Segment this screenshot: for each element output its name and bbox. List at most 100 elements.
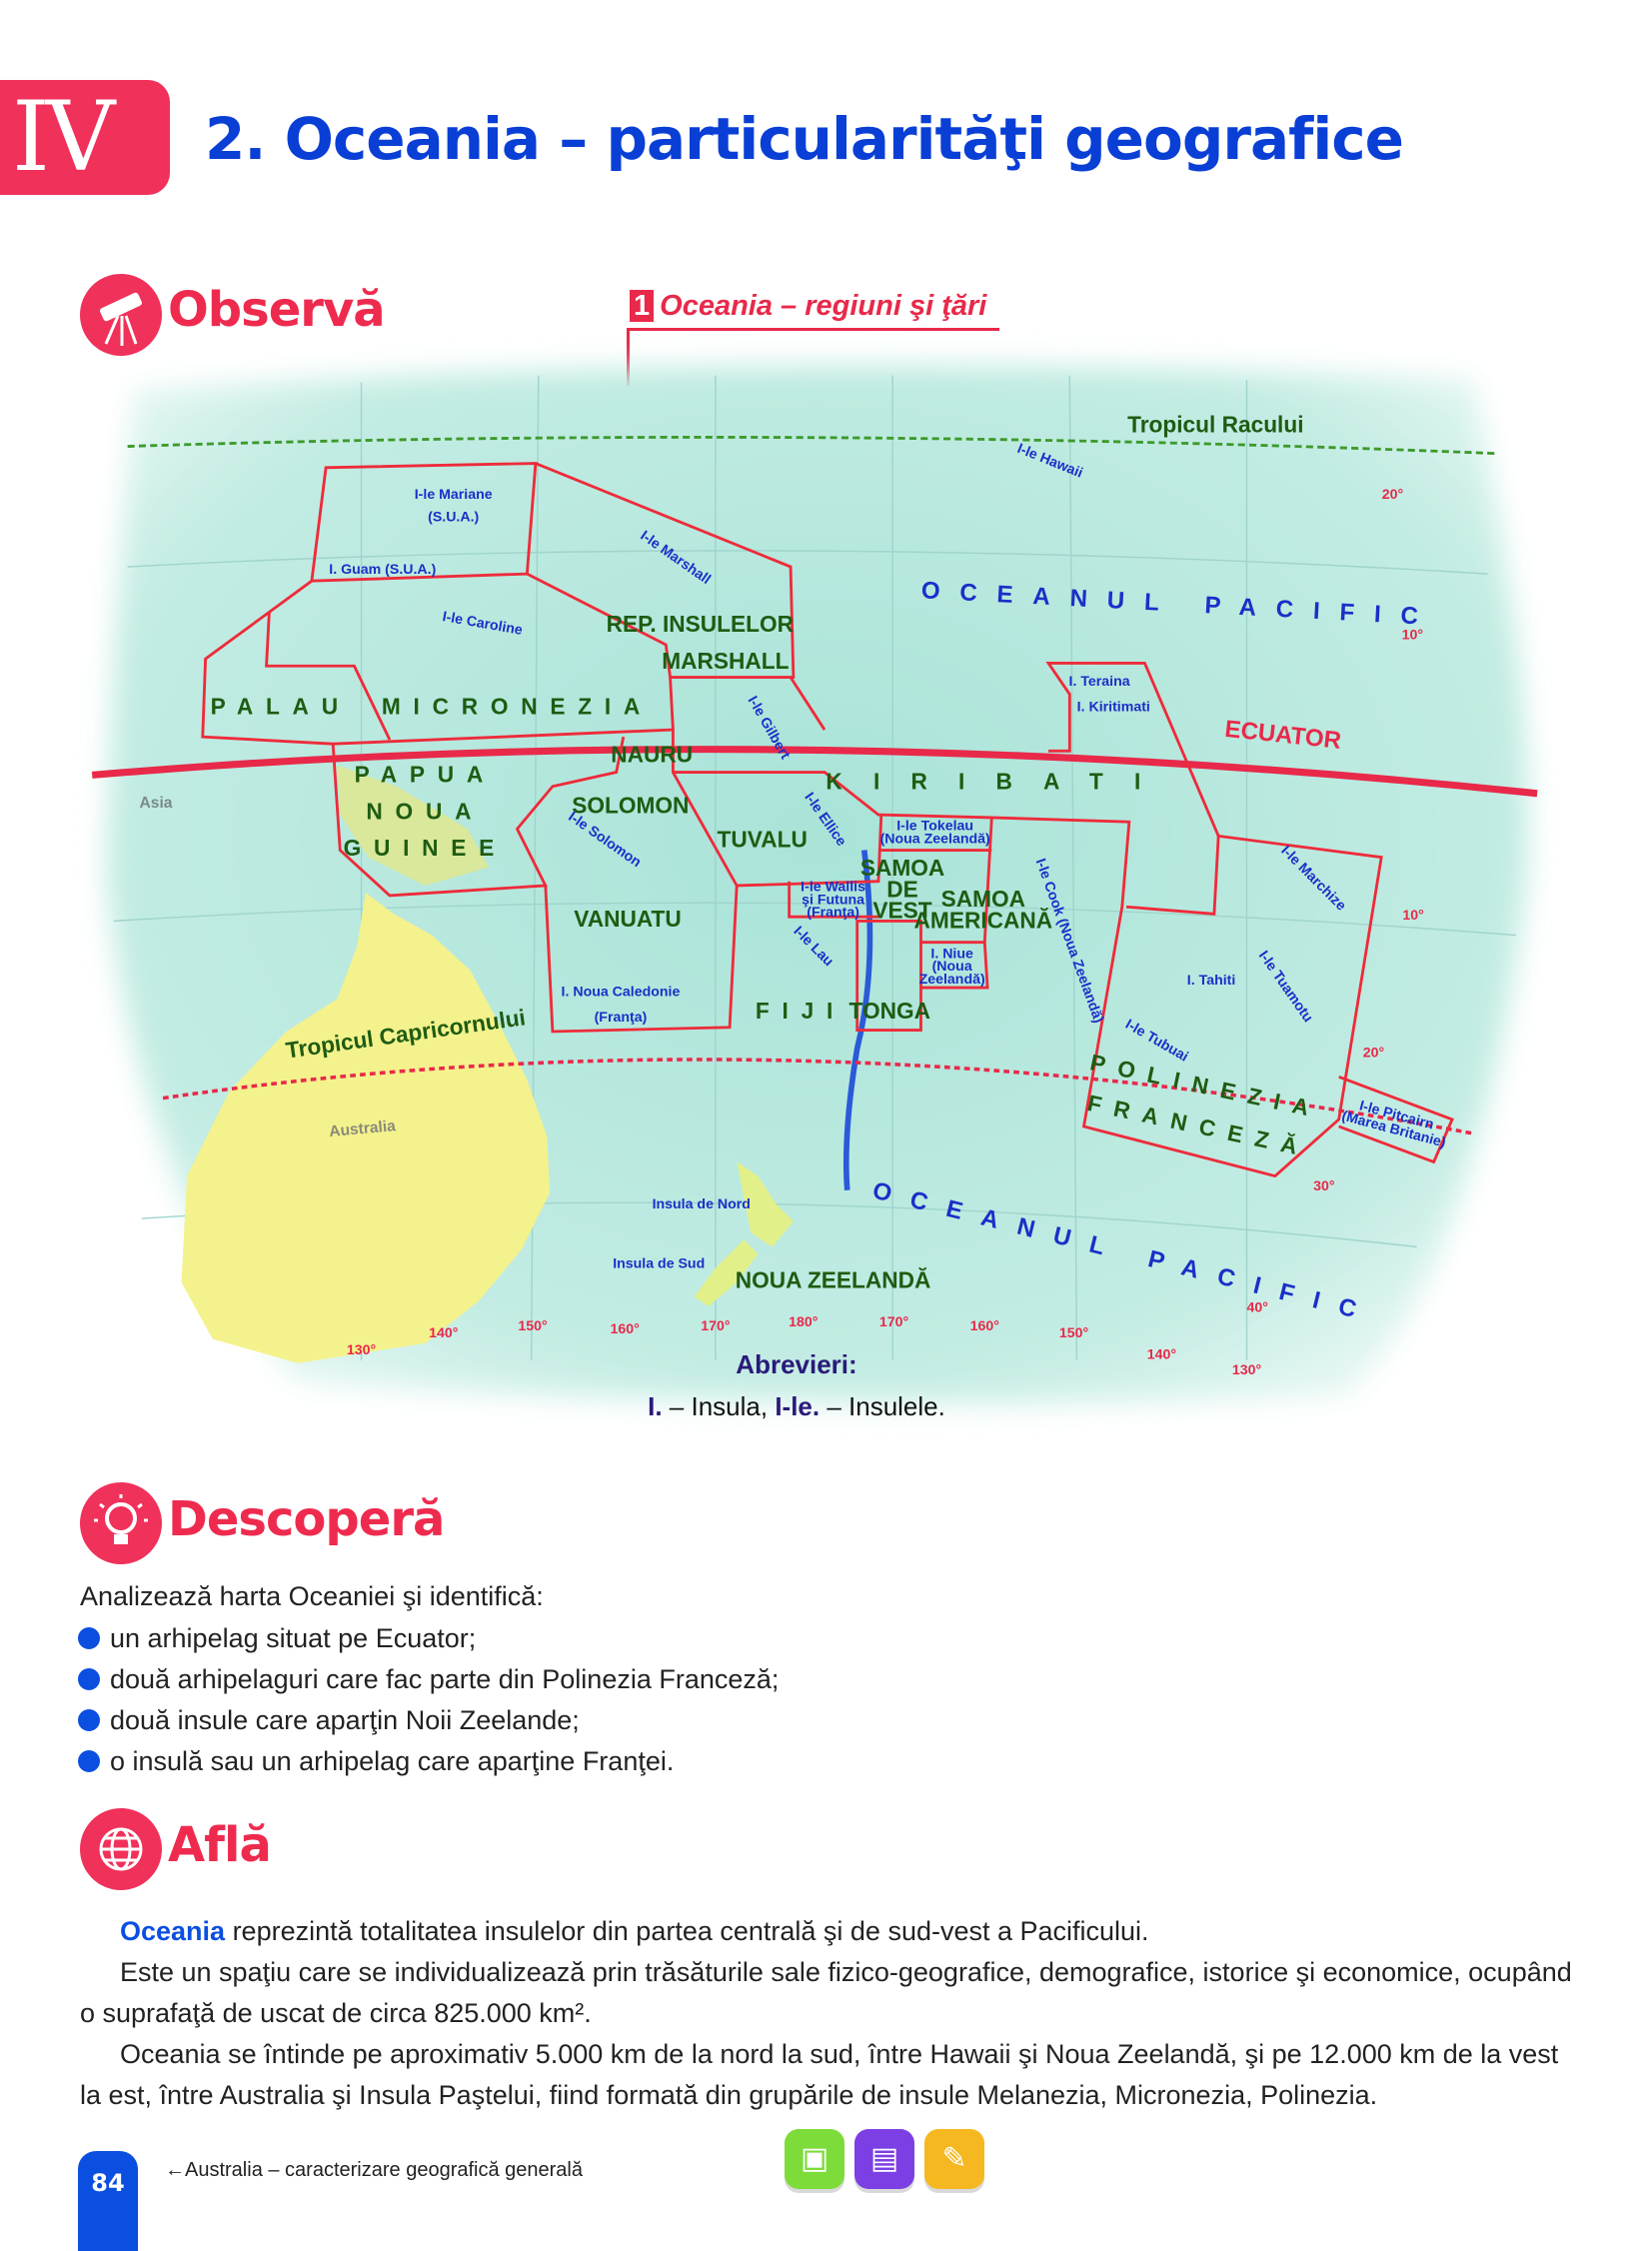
term-oceania: Oceania (120, 1916, 226, 1946)
equator-line (91, 746, 1538, 798)
label-solomon: SOLOMON (572, 793, 689, 819)
map-caption-text: Oceania – regiuni şi ţări (660, 290, 987, 322)
task-bullet: un arhipelag situat pe Ecuator; (78, 1623, 476, 1654)
label-fiji: FIJI (756, 998, 845, 1024)
label-palau: PALAU (211, 693, 351, 719)
label-mariane-sub: (S.U.A.) (428, 510, 479, 526)
label-tahiti: I. Tahiti (1187, 973, 1236, 989)
label-samoa-am: SAMOA (941, 886, 1025, 912)
label-lat: 40° (1247, 1300, 1269, 1316)
page-title: 2. Oceania – particularităţi geografice (205, 105, 1404, 173)
telescope-icon (80, 274, 162, 356)
label-niue: I. Niue (930, 946, 973, 962)
label-lat: 10° (1402, 627, 1424, 643)
section-title-descopera: Descoperă (168, 1491, 445, 1547)
task-bullet: o insulă sau un arhipelag care aparţine … (78, 1746, 674, 1777)
label-lon: 160° (611, 1321, 641, 1337)
label-wallis-2: şi Futuna (802, 892, 864, 908)
task-bullet: două insule care aparţin Noii Zeelande; (78, 1705, 580, 1736)
video-button[interactable]: ▤ (854, 2129, 914, 2189)
label-tropic-cancer: Tropicul Racului (1127, 411, 1303, 437)
label-tonga: TONGA (849, 998, 930, 1024)
label-noua-caledonie: I. Noua Caledonie (562, 985, 681, 1001)
abbr-ile-text: – Insulele. (820, 1391, 945, 1421)
image-icon: ▣ (800, 2141, 829, 2176)
caption-leader-line (627, 328, 630, 386)
label-lon: 170° (701, 1318, 731, 1334)
label-wallis: I-le Wallis (801, 880, 865, 896)
abbr-i: I. (648, 1391, 663, 1421)
south-island (694, 1239, 759, 1306)
label-lat: 20° (1382, 487, 1404, 503)
label-lon: 140° (429, 1325, 459, 1341)
globe-icon (80, 1808, 162, 1890)
previous-lesson-label: Australia – caracterizare geografică gen… (185, 2159, 583, 2181)
image-button[interactable]: ▣ (785, 2129, 844, 2189)
caption-underline (628, 328, 999, 331)
label-asia: Asia (140, 795, 173, 812)
label-samoa: SAMOA (860, 855, 944, 881)
label-kiribati: KIRIBATI (826, 769, 1171, 795)
figure-number: 1 (630, 290, 655, 322)
label-vanuatu: VANUATU (574, 906, 681, 932)
film-icon: ▤ (869, 2141, 899, 2176)
exercise-button[interactable]: ✎ (924, 2129, 984, 2189)
label-guinee: GUINEE (344, 835, 507, 861)
label-lat: 10° (1402, 908, 1424, 924)
afla-paragraph-1: Oceania reprezintă totalitatea insulelor… (80, 1911, 1579, 1952)
tonga-trench (842, 850, 873, 1190)
label-mariane: I-le Mariane (415, 487, 493, 503)
label-insula-sud: Insula de Sud (613, 1256, 705, 1272)
label-noua: NOUA (366, 798, 484, 824)
label-lon: 130° (347, 1342, 377, 1358)
north-island (737, 1161, 794, 1247)
label-tokelau-sub: (Noua Zeelandă) (880, 831, 990, 847)
afla-p1-text: reprezintă totalitatea insulelor din par… (225, 1916, 1149, 1946)
label-noua-zeelanda: NOUA ZEELANDĂ (736, 1267, 931, 1293)
label-nauru: NAURU (611, 742, 693, 768)
abbreviations-text: I. – Insula, I-le. – Insulele. (0, 1391, 1593, 1422)
label-lon: 150° (1059, 1325, 1089, 1341)
lightbulb-icon (80, 1482, 162, 1564)
abbr-i-text: – Insula, (662, 1391, 776, 1421)
label-lon: 180° (789, 1314, 819, 1330)
descopera-intro: Analizează harta Oceaniei şi identifică: (80, 1581, 544, 1611)
label-niue-2: (Noua (932, 959, 972, 975)
previous-lesson-link[interactable]: ←Australia – caracterizare geografică ge… (165, 2159, 583, 2182)
label-rep-marshall-2: MARSHALL (662, 648, 789, 674)
region-borders (201, 462, 1454, 1178)
page-number: 84 (78, 2151, 138, 2251)
afla-paragraph-2: Este un spaţiu care se individualizează … (80, 1957, 1572, 2028)
label-tokelau: I-le Tokelau (896, 819, 973, 835)
label-samoa-vest: VEST (872, 898, 931, 924)
label-noua-caledonie-2: (Franţa) (595, 1010, 648, 1026)
label-americana: AMERICANĂ (914, 908, 1053, 934)
section-title-observa: Observă (168, 282, 386, 338)
label-niue-3: Zeelandă) (919, 972, 985, 988)
abbr-ile: I-le. (775, 1391, 821, 1421)
label-lon: 160° (970, 1318, 1000, 1334)
pencil-icon: ✎ (941, 2141, 967, 2176)
tropic-of-capricorn (162, 1058, 1474, 1135)
label-tuvalu: TUVALU (718, 827, 808, 853)
section-title-afla: Află (168, 1817, 272, 1873)
tropic-of-cancer (127, 436, 1495, 456)
label-lon: 170° (879, 1314, 909, 1330)
label-wallis-3: (Franţa) (807, 905, 859, 921)
afla-paragraph-3: Oceania se întinde pe aproximativ 5.000 … (80, 2039, 1559, 2110)
abbreviations-title: Abrevieri: (736, 1349, 857, 1379)
label-lat: 20° (1363, 1046, 1385, 1062)
arrow-left-icon: ← (165, 2159, 185, 2181)
label-samoa-de: DE (886, 876, 917, 902)
australia-landmass (181, 893, 551, 1363)
label-kiritimati: I. Kiritimati (1077, 700, 1150, 716)
label-insula-nord: Insula de Nord (653, 1196, 751, 1212)
label-australia: Australia (329, 1118, 397, 1140)
label-micronezia: MICRONEZIA (382, 693, 653, 719)
unit-badge: IV (0, 80, 170, 195)
label-lon: 130° (1232, 1362, 1262, 1378)
task-bullet: două arhipelaguri care fac parte din Pol… (78, 1664, 779, 1695)
label-lon: 140° (1147, 1346, 1177, 1362)
